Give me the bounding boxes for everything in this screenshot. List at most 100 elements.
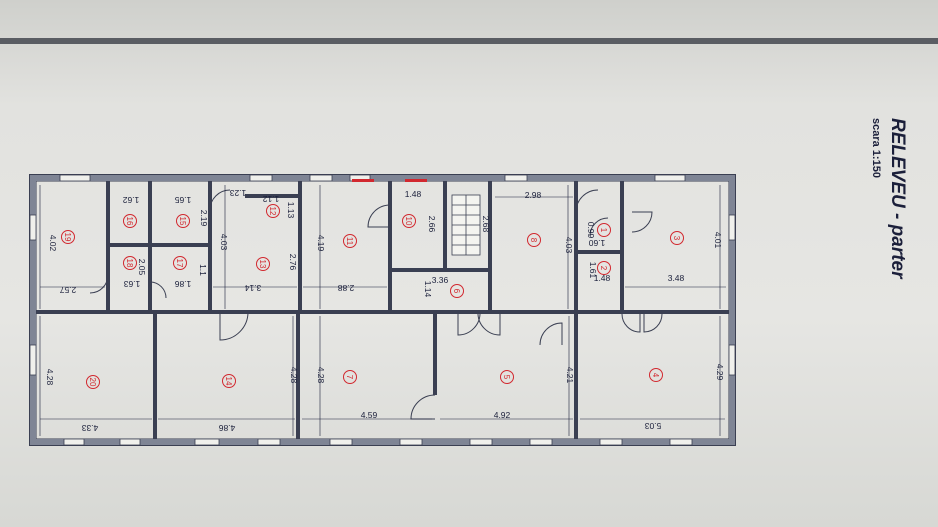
interior-walls — [36, 181, 729, 439]
dimension-label: 1.1 — [198, 264, 208, 276]
room-marker-circle — [597, 261, 611, 275]
room-13: 13 — [256, 257, 270, 271]
dimension-label: 1.14 — [423, 281, 433, 298]
room-number: 2 — [599, 266, 608, 271]
room-2: 2 — [597, 261, 611, 275]
room-marker-circle — [266, 204, 280, 218]
dimension-label: 4.59 — [361, 410, 378, 420]
dimension-label: 4.21 — [565, 367, 575, 384]
room-1: 1 — [597, 223, 611, 237]
dimension-label: 2.98 — [525, 190, 542, 200]
dimension-label: 5.03 — [644, 421, 661, 431]
room-marker-circle — [343, 234, 357, 248]
dimension-label: 1.48 — [405, 189, 422, 199]
dimension-label: 1.62 — [122, 195, 139, 205]
dimension-label: 4.19 — [316, 235, 326, 252]
room-number: 5 — [502, 375, 511, 380]
room-19: 19 — [61, 230, 75, 244]
dimension-lines — [39, 185, 726, 436]
door-swings — [89, 189, 663, 420]
room-marker-circle — [176, 214, 190, 228]
dimension-label: 4.01 — [713, 232, 723, 249]
dimension-label: 4.28 — [289, 367, 299, 384]
dimension-label: 1.61 — [588, 262, 598, 279]
dimension-label: 4.86 — [218, 423, 235, 433]
dimension-label: 2.68 — [481, 216, 491, 233]
dimension-label: 4.92 — [494, 410, 511, 420]
dimension-label: 4.28 — [45, 369, 55, 386]
room-5: 5 — [500, 370, 514, 384]
dimension-label: 0.99 — [586, 222, 596, 239]
room-4: 4 — [649, 368, 663, 382]
room-number: 4 — [651, 373, 660, 378]
room-marker-circle — [123, 214, 137, 228]
dimension-label: 2.76 — [288, 254, 298, 271]
dimension-label: 1.60 — [588, 238, 605, 248]
room-marker-circle — [123, 256, 137, 270]
room-number: 16 — [125, 217, 134, 226]
dimension-label: 1.86 — [174, 279, 191, 289]
room-number: 20 — [88, 378, 97, 387]
room-marker-circle — [256, 257, 270, 271]
room-number: 10 — [404, 217, 413, 226]
dimension-label: 2.05 — [137, 259, 147, 276]
room-marker-circle — [500, 370, 514, 384]
room-number: 15 — [178, 217, 187, 226]
room-number: 19 — [63, 233, 72, 242]
room-16: 16 — [123, 214, 137, 228]
dimension-label: 4.02 — [48, 235, 58, 252]
room-8: 8 — [527, 233, 541, 247]
dimension-label: 4.03 — [564, 237, 574, 254]
room-marker-circle — [61, 230, 75, 244]
room-number: 18 — [125, 259, 134, 268]
room-17: 17 — [173, 256, 187, 270]
room-marker-circle — [343, 370, 357, 384]
room-3: 3 — [670, 231, 684, 245]
dimension-label: 1.48 — [594, 273, 611, 283]
dimension-label: 3.14 — [244, 283, 261, 293]
plan-scale: scara 1:150 — [870, 118, 882, 178]
room-14: 14 — [222, 374, 236, 388]
dimension-label: 2.66 — [427, 216, 437, 233]
room-marker-circle — [173, 256, 187, 270]
room-number: 14 — [224, 377, 233, 386]
room-marker-circle — [527, 233, 541, 247]
room-12: 12 — [266, 204, 280, 218]
room-11: 11 — [343, 234, 357, 248]
red-marks — [352, 179, 427, 182]
room-number: 7 — [345, 375, 354, 380]
room-marker-circle — [86, 375, 100, 389]
dimension-label: 4.28 — [316, 367, 326, 384]
room-number: 13 — [258, 260, 267, 269]
room-number: 3 — [672, 236, 681, 241]
room-number: 1 — [599, 228, 608, 233]
dimension-label: 4.33 — [81, 423, 98, 433]
dimension-label: 3.48 — [668, 273, 685, 283]
dimension-label: 1.65 — [174, 195, 191, 205]
room-number: 8 — [529, 238, 538, 243]
room-number: 11 — [345, 237, 354, 246]
room-18: 18 — [123, 256, 137, 270]
room-number: 17 — [175, 259, 184, 268]
plan-title: RELEVEU - parter — [887, 118, 908, 279]
wall-fill — [30, 175, 735, 445]
dimension-label: 4.03 — [219, 234, 229, 251]
room-marker-circle — [450, 284, 464, 298]
room-10: 10 — [402, 214, 416, 228]
dimension-label: 4.29 — [715, 364, 725, 381]
title-block: RELEVEU - parter — [887, 118, 908, 338]
room-7: 7 — [343, 370, 357, 384]
dimension-label: 3.36 — [432, 275, 449, 285]
room-6: 6 — [450, 284, 464, 298]
dimension-label: 2.19 — [199, 210, 209, 227]
room-number: 6 — [452, 289, 461, 294]
dimension-label: 2.88 — [337, 283, 354, 293]
windows — [29, 174, 736, 446]
room-marker-circle — [649, 368, 663, 382]
dimension-label: 1.12 — [262, 194, 279, 204]
stairs — [451, 194, 481, 256]
